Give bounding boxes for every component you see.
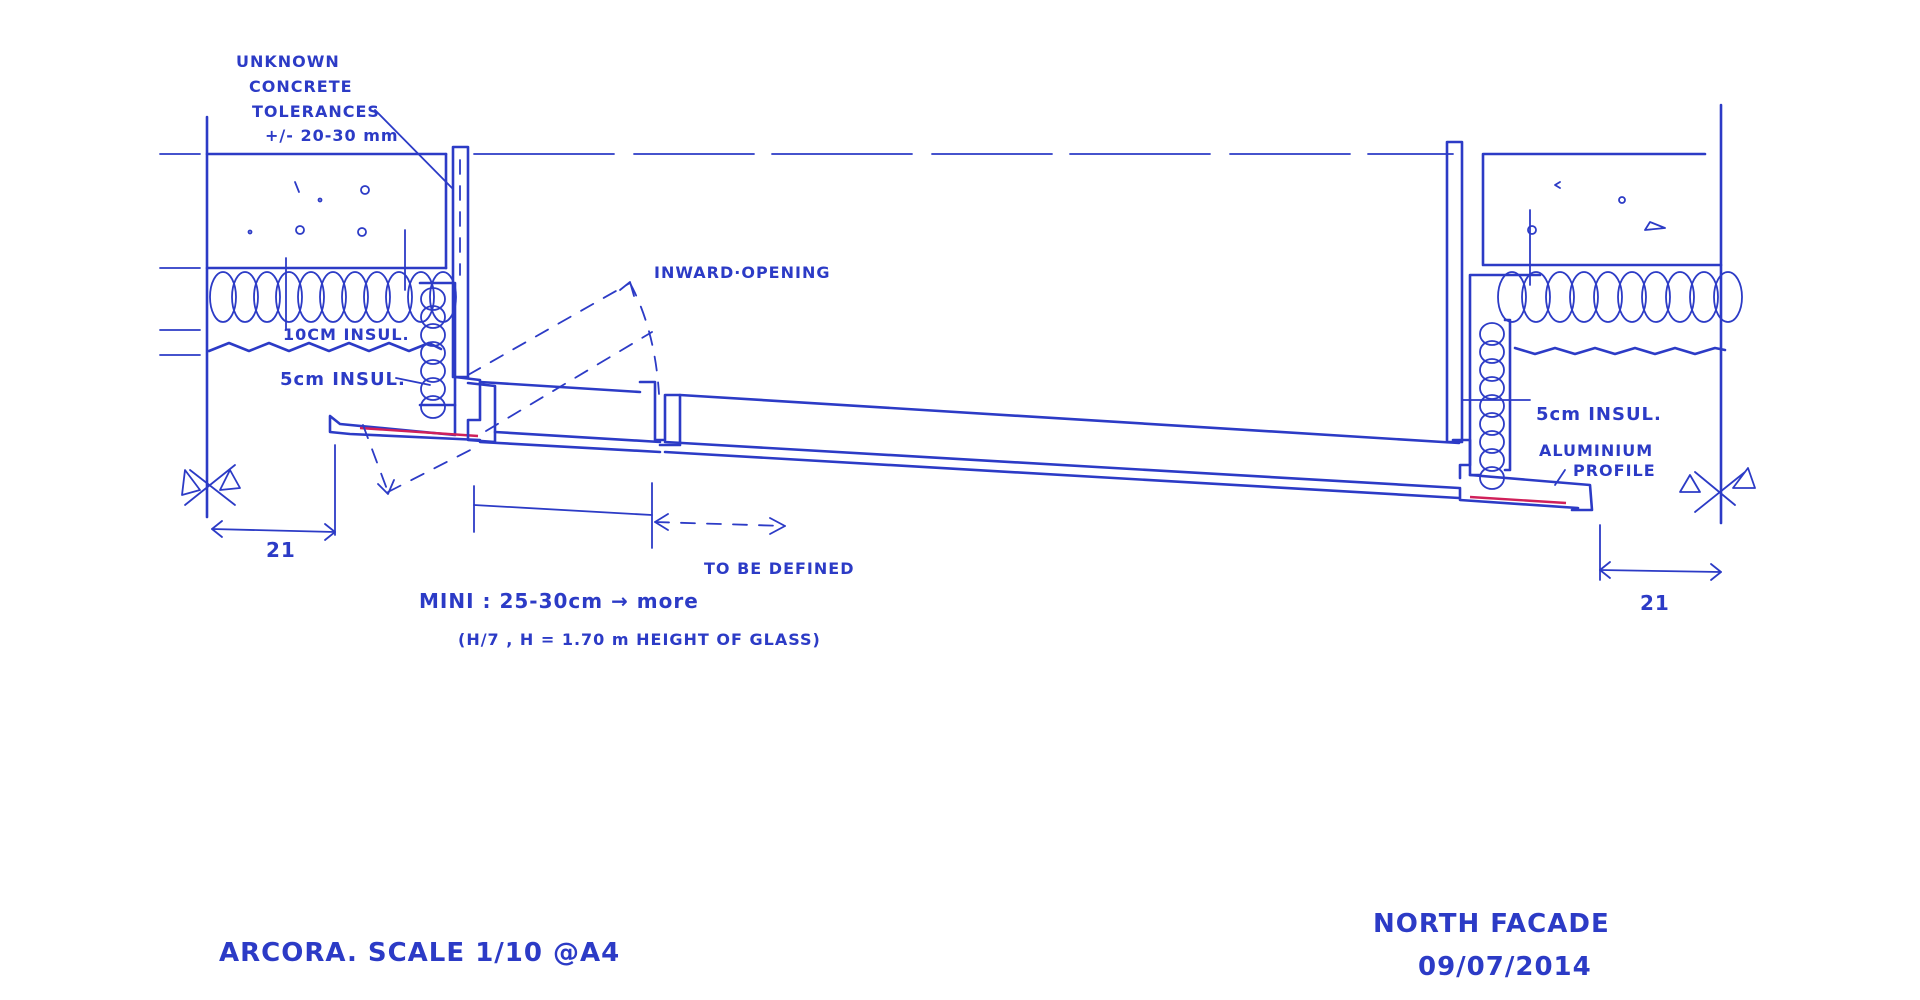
arrow-head-icon [619, 281, 635, 297]
insulation-loop [1479, 322, 1505, 346]
insulation-loop [231, 271, 259, 323]
insulation-loop [1479, 358, 1505, 382]
note-concrete: CONCRETE [249, 77, 353, 96]
insulation-5cm-left [420, 287, 446, 419]
label-profile: PROFILE [1573, 461, 1656, 480]
insulation-loop [1689, 271, 1719, 323]
dimension-left-value: 21 [266, 538, 296, 562]
insulation-loop [253, 271, 281, 323]
insulation-loop [1569, 271, 1599, 323]
tolerance-leader [374, 109, 453, 189]
insulation-loop [1617, 271, 1647, 323]
insulation-loop [1665, 271, 1695, 323]
insulation-5cm-right [1479, 322, 1505, 490]
dimension-mini [473, 482, 786, 549]
door-swing [362, 281, 660, 495]
right-wall [1445, 103, 1743, 525]
label-5cm-insulation-right: 5cm INSUL. [1536, 404, 1662, 425]
left-wall [159, 115, 482, 519]
insulation-loop [341, 271, 369, 323]
dimension-right [1599, 467, 1756, 581]
wavy-line-left [207, 341, 443, 353]
insulation-loop [1497, 271, 1527, 323]
concrete-aggregate [1527, 181, 1666, 235]
insulation-loop [1479, 412, 1505, 436]
insulation-loop [1713, 271, 1743, 323]
label-5cm-insulation-left: 5cm INSUL. [280, 369, 406, 390]
note-unknown: UNKNOWN [236, 52, 340, 71]
insulation-loop [1479, 394, 1505, 418]
insulation-loop [1479, 448, 1505, 472]
insulation-loop [1479, 340, 1505, 364]
insulation-loop [1593, 271, 1623, 323]
insulation-loop [420, 359, 446, 383]
insulation-loop [420, 341, 446, 365]
insulation-loop [420, 395, 446, 419]
insulation-loop [275, 271, 303, 323]
insulation-10cm-left [209, 271, 457, 323]
insulation-loop [1521, 271, 1551, 323]
left-frame [451, 145, 682, 447]
label-mini: MINI : 25-30cm → more [419, 589, 699, 613]
title-view: NORTH FACADE [1373, 909, 1610, 939]
dimension-right-value: 21 [1640, 591, 1670, 615]
aluminium-profile-right [1458, 473, 1594, 512]
glazing [478, 380, 1461, 500]
insulation-loop [1479, 430, 1505, 454]
insulation-loop [420, 305, 446, 329]
concrete-aggregate [247, 181, 370, 237]
insulation-loop [420, 377, 446, 401]
insulation-loop [209, 271, 237, 323]
insulation-loop [319, 271, 347, 323]
insulation-loop [1545, 271, 1575, 323]
note-tolerance-value: +/- 20-30 mm [265, 126, 399, 145]
axis-x-mark-icon [181, 464, 241, 506]
axis-x-mark-icon [1679, 467, 1756, 513]
label-10cm-insulation: 10CM INSUL. [283, 325, 410, 344]
insulation-loop [297, 271, 325, 323]
wavy-line-right [1513, 346, 1727, 356]
insulation-loop [1641, 271, 1671, 323]
insulation-loop [363, 271, 391, 323]
label-to-be-defined: TO BE DEFINED [704, 559, 854, 578]
insulation-10cm-right [1497, 271, 1743, 323]
note-tolerances: TOLERANCES [252, 102, 380, 121]
insulation-loop [420, 323, 446, 347]
title-project-scale: ARCORA. SCALE 1/10 @A4 [219, 938, 620, 968]
label-aluminium: ALUMINIUM [1539, 441, 1653, 460]
insulation-loop [1479, 376, 1505, 400]
dimension-left [181, 444, 336, 541]
label-height-note: (H/7 , H = 1.70 m HEIGHT OF GLASS) [458, 630, 821, 649]
insulation-loop [407, 271, 435, 323]
insulation-loop [385, 271, 413, 323]
label-inward-opening: INWARD·OPENING [654, 263, 830, 282]
insulation-loop [420, 287, 446, 311]
title-date: 09/07/2014 [1418, 952, 1592, 982]
